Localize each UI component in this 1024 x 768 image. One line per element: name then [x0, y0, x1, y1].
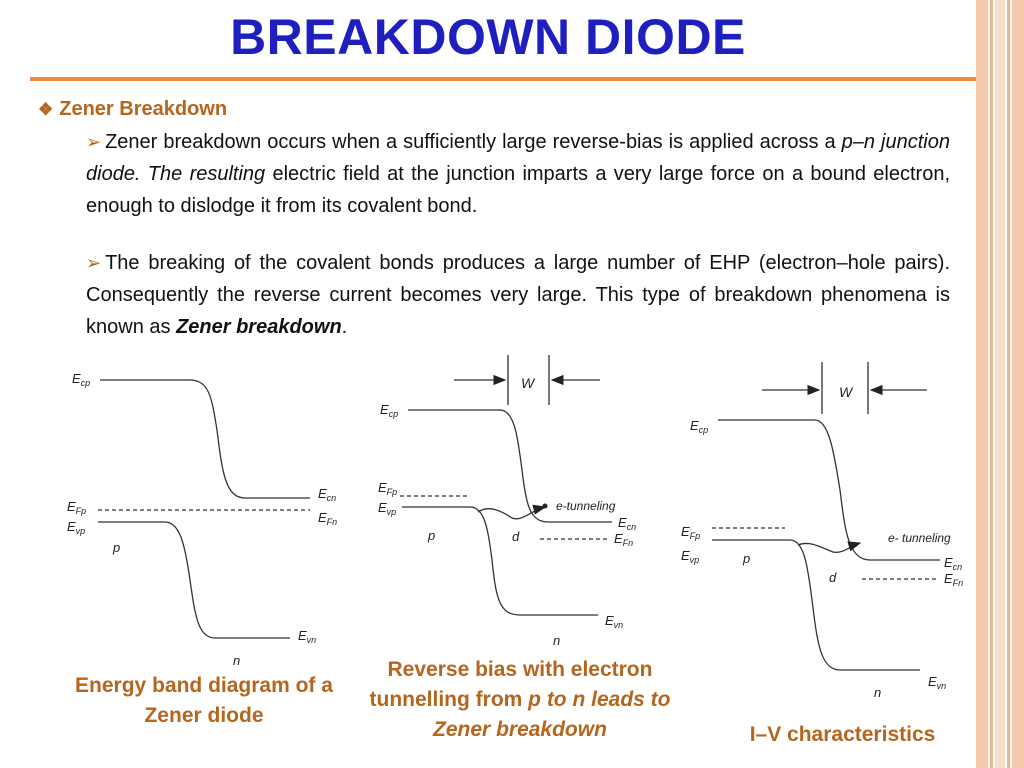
para2-text-a: The breaking of the covalent bonds produ…: [86, 252, 950, 338]
d3-efn-label: EFn: [944, 571, 963, 588]
d2-d-label: d: [512, 529, 520, 544]
d2-ecn-label: Ecn: [618, 515, 636, 532]
d2-conduction-band: [408, 409, 612, 523]
para2-text-end: .: [341, 316, 348, 338]
d2-tunnel-path: [477, 504, 547, 520]
d1-valence-band: [98, 521, 290, 639]
d3-p-label: p: [742, 551, 750, 566]
title-underline: [30, 77, 976, 81]
d2-efp-label: EFp: [378, 480, 397, 497]
para1-text-a: Zener breakdown occurs when a sufficient…: [105, 131, 842, 153]
para1-italic-pn: p–n: [841, 131, 876, 153]
d1-conduction-band: [100, 379, 310, 499]
diagram-1-labels: Ecp EFp Evp Ecn EFn Evn p n: [67, 371, 337, 668]
caption-reverse-bias: Reverse bias with electron tunnelling fr…: [350, 655, 690, 745]
d2-efn-label: EFn: [614, 531, 633, 548]
d2-tunneling-label: e-tunneling: [556, 499, 616, 513]
d3-ecp-label: Ecp: [690, 418, 708, 435]
d2-p-label: p: [427, 528, 435, 543]
diagram-1-energy-band: [98, 379, 310, 639]
d3-d-label: d: [829, 570, 837, 585]
d1-evn-label: Evn: [298, 628, 316, 645]
d1-efn-label: EFn: [318, 510, 337, 527]
caption-energy-band: Energy band diagram of a Zener diode: [75, 674, 333, 727]
d2-n-label: n: [553, 633, 560, 648]
d1-efp-label: EFp: [67, 499, 86, 516]
d3-evp-label: Evp: [681, 548, 699, 565]
d3-efp-label: EFp: [681, 524, 700, 541]
d3-conduction-band: [718, 419, 940, 561]
d3-ecn-label: Ecn: [944, 555, 962, 572]
d1-evp-label: Evp: [67, 519, 85, 536]
caption-reverse-bias-italic: p to n leads to Zener breakdown: [433, 688, 671, 741]
d3-evn-label: Evn: [928, 674, 946, 691]
d3-n-label: n: [874, 685, 881, 700]
diagram-2-labels: W Ecp EFp Evp e-tunneling Ecn EFn Evn p …: [378, 375, 636, 648]
d2-ecp-label: Ecp: [380, 402, 398, 419]
page-title: BREAKDOWN DIODE: [230, 9, 746, 65]
caption-iv: I–V characteristics: [749, 723, 936, 746]
arrow-bullet-icon: ➢: [86, 253, 102, 273]
d1-ecn-label: Ecn: [318, 486, 336, 503]
para2-bold-term: Zener breakdown: [176, 316, 342, 338]
d3-w-label: W: [839, 384, 854, 400]
decorative-right-border: [976, 0, 1024, 768]
para1-italic-junction: junction diode. The resulting: [86, 131, 950, 185]
d1-p-label: p: [112, 540, 120, 555]
d2-evp-label: Evp: [378, 500, 396, 517]
d2-electron-dot: [542, 503, 548, 509]
d1-ecp-label: Ecp: [72, 371, 90, 388]
arrow-bullet-icon: ➢: [86, 132, 102, 152]
diamond-bullet-icon: ❖: [38, 100, 54, 119]
band-diagrams: Ecp EFp Evp Ecn EFn Evn p n W Ecp EFp Ev…: [67, 355, 963, 700]
diagram-2-reverse-bias: [400, 355, 612, 616]
diagram-3-iv: [712, 362, 940, 671]
section-heading: ❖ Zener Breakdown: [38, 98, 227, 121]
caption-reverse-bias-text: Reverse bias with electron tunnelling fr…: [369, 658, 653, 711]
paragraph-zener-ehp: ➢The breaking of the covalent bonds prod…: [86, 247, 950, 343]
d1-n-label: n: [233, 653, 240, 668]
section-heading-text: Zener Breakdown: [59, 98, 228, 120]
d2-evn-label: Evn: [605, 613, 623, 630]
d2-valence-band: [402, 506, 598, 616]
d2-w-label: W: [521, 375, 536, 391]
diagram-3-labels: W Ecp EFp Evp e- tunneling Ecn EFn Evn p…: [681, 384, 963, 700]
d3-tunnel-path: [797, 541, 862, 553]
d3-tunneling-label: e- tunneling: [888, 531, 951, 545]
para1-text-b: electric field at the junction imparts a…: [86, 163, 950, 217]
paragraph-zener-definition: ➢Zener breakdown occurs when a sufficien…: [86, 126, 950, 222]
